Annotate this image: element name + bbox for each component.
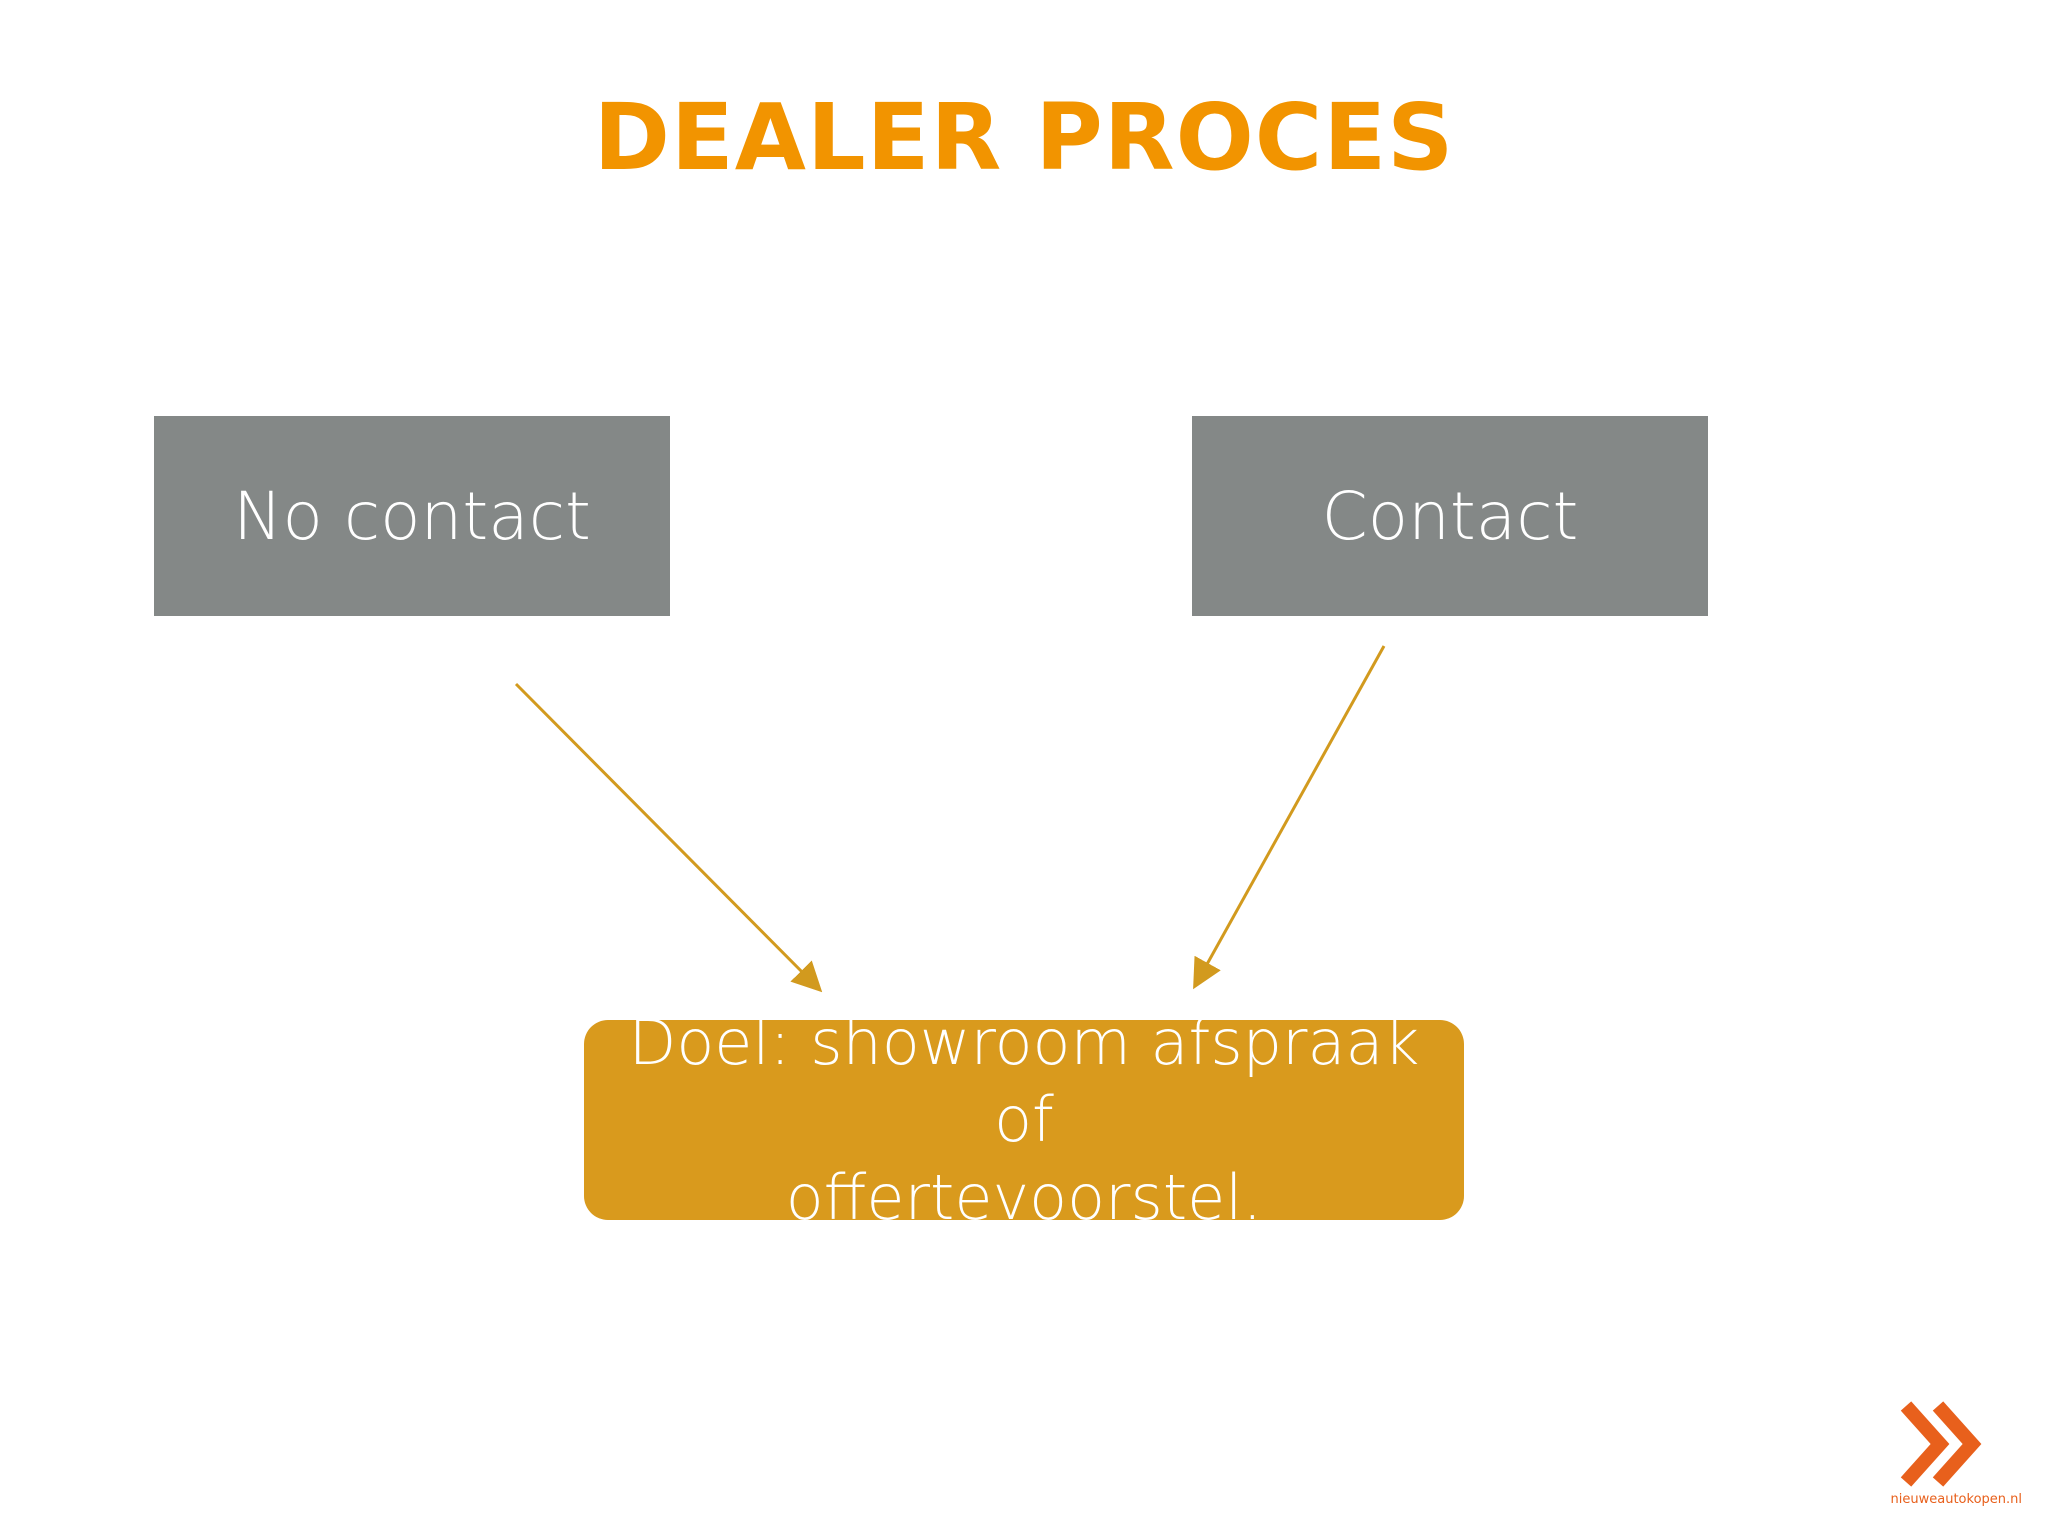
edge-contact-to-goal [1193,645,1386,990]
page-title: DEALER PROCES [593,84,1455,191]
node-goal-line-2: offertevoorstel. [785,1160,1263,1234]
node-contact-label: Contact [1321,477,1579,555]
node-contact: Contact [1192,416,1708,616]
edge-no-contact-to-goal [514,682,823,993]
node-goal: Doel: showroom afspraak of offertevoorst… [584,1006,1464,1234]
node-no-contact-label: No contact [233,477,591,555]
node-no-contact: No contact [154,416,670,616]
logo-text: nieuweautokopen.nl [1890,1492,2022,1507]
node-goal-line-1: Doel: showroom afspraak of [628,1005,1420,1157]
double-chevron-right-icon [1900,1401,1982,1487]
